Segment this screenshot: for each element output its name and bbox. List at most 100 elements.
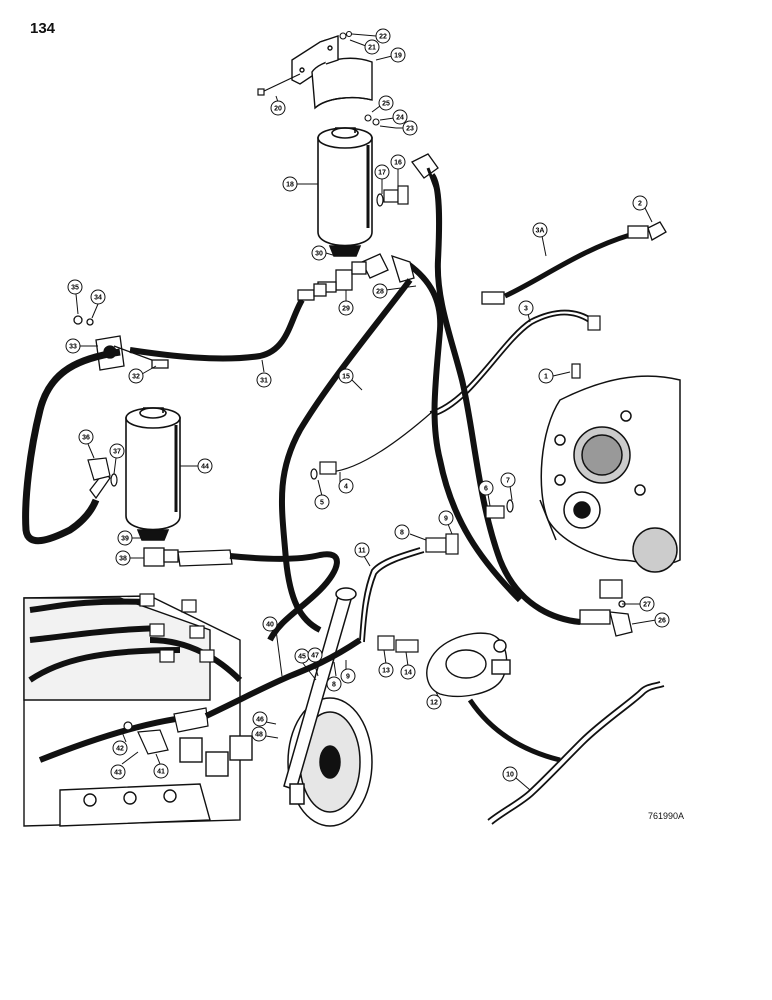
svg-text:27: 27 — [643, 602, 651, 609]
svg-text:7: 7 — [506, 478, 510, 485]
svg-text:23: 23 — [406, 126, 414, 133]
callout-2: 2 — [632, 195, 653, 223]
svg-text:10: 10 — [506, 772, 514, 779]
callout-38: 38 — [115, 550, 144, 566]
callout-17: 17 — [374, 164, 390, 194]
hose-15 — [278, 278, 413, 633]
fitting-6-7 — [485, 499, 514, 519]
fitting-41-42-43 — [123, 707, 209, 755]
elbow-fitting-36-37 — [87, 457, 118, 487]
callout-39: 39 — [117, 530, 142, 546]
svg-text:9: 9 — [444, 516, 448, 523]
callout-37: 37 — [109, 443, 125, 475]
callout-28: 28 — [372, 283, 417, 299]
svg-text:13: 13 — [382, 668, 390, 675]
svg-text:46: 46 — [256, 717, 264, 724]
callout-31: 31 — [256, 359, 272, 388]
callout-25: 25 — [371, 95, 394, 113]
figure-code: 761990A — [648, 811, 685, 821]
coupler-8-9 — [425, 533, 459, 555]
callout-44: 44 — [180, 458, 213, 474]
svg-text:29: 29 — [342, 306, 350, 313]
callout-35: 35 — [67, 279, 83, 315]
callout-32: 32 — [128, 365, 157, 384]
svg-text:40: 40 — [266, 622, 274, 629]
hose-from-lower-filter — [229, 551, 340, 642]
svg-text:35: 35 — [71, 285, 79, 292]
callout-18: 18 — [282, 176, 318, 192]
callout-36: 36 — [78, 429, 95, 459]
svg-text:37: 37 — [113, 449, 121, 456]
svg-text:21: 21 — [368, 45, 376, 52]
svg-text:26: 26 — [658, 618, 666, 625]
svg-text:39: 39 — [121, 536, 129, 543]
filter-fitting-16-17 — [376, 185, 409, 207]
callout-48: 48 — [251, 726, 279, 742]
svg-text:33: 33 — [69, 344, 77, 351]
hose-28 — [361, 253, 523, 603]
callout-15: 15 — [338, 368, 363, 391]
page-number: 134 — [30, 20, 56, 37]
callout-34: 34 — [90, 289, 106, 319]
svg-text:20: 20 — [274, 106, 282, 113]
callout-26: 26 — [631, 612, 670, 628]
lower-hydraulic-filter — [125, 407, 181, 541]
callout-40: 40 — [262, 616, 283, 677]
callout-9a: 9 — [438, 510, 454, 535]
hose-upper-right — [411, 153, 581, 625]
svg-text:47: 47 — [311, 653, 319, 660]
upper-hydraulic-filter — [317, 127, 373, 257]
svg-text:44: 44 — [201, 464, 209, 471]
svg-text:3: 3 — [524, 306, 528, 313]
svg-text:3A: 3A — [536, 228, 545, 235]
transmission-housing — [539, 375, 681, 573]
svg-text:9: 9 — [346, 674, 350, 681]
callout-10: 10 — [502, 766, 531, 791]
svg-text:16: 16 — [394, 160, 402, 167]
mounting-bolt-20 — [257, 73, 301, 96]
callout-12: 12 — [426, 691, 442, 710]
hose-3A — [481, 221, 667, 305]
svg-text:25: 25 — [382, 101, 390, 108]
callout-16: 16 — [390, 154, 406, 186]
svg-text:38: 38 — [119, 556, 127, 563]
hose-40 — [204, 637, 362, 719]
callout-5: 5 — [314, 479, 330, 510]
fitting-4-5 — [310, 461, 337, 480]
fitting-1 — [571, 363, 581, 379]
filter-mounting-bracket — [291, 35, 373, 110]
callout-1: 1 — [538, 368, 571, 384]
svg-text:8: 8 — [400, 530, 404, 537]
callout-3a: 3A — [532, 222, 548, 257]
callout-27: 27 — [622, 596, 655, 612]
valve-bank-fittings — [139, 593, 215, 663]
svg-text:8: 8 — [332, 682, 336, 689]
hose-left-loop — [22, 348, 121, 545]
svg-text:5: 5 — [320, 500, 324, 507]
svg-text:36: 36 — [82, 435, 90, 442]
svg-text:1: 1 — [544, 374, 548, 381]
svg-text:19: 19 — [394, 53, 402, 60]
svg-text:24: 24 — [396, 115, 404, 122]
svg-text:15: 15 — [342, 374, 350, 381]
hose-31 — [129, 283, 327, 362]
hose-to-pump — [467, 698, 561, 763]
svg-text:30: 30 — [315, 251, 323, 258]
callout-29: 29 — [338, 290, 354, 316]
callout-42: 42 — [112, 731, 128, 756]
svg-text:2: 2 — [638, 201, 642, 208]
svg-text:45: 45 — [298, 654, 306, 661]
callout-9b: 9 — [340, 660, 356, 684]
svg-text:14: 14 — [404, 670, 412, 677]
hydraulic-pump-12 — [426, 632, 511, 697]
callout-46: 46 — [252, 711, 277, 727]
svg-text:31: 31 — [260, 378, 268, 385]
callout-8a: 8 — [394, 524, 427, 541]
svg-text:48: 48 — [255, 732, 263, 739]
callout-33: 33 — [65, 338, 98, 354]
valve-fitting-26-27 — [579, 579, 633, 637]
svg-text:28: 28 — [376, 289, 384, 296]
tube-10 — [487, 681, 665, 825]
callout-7: 7 — [500, 472, 516, 501]
